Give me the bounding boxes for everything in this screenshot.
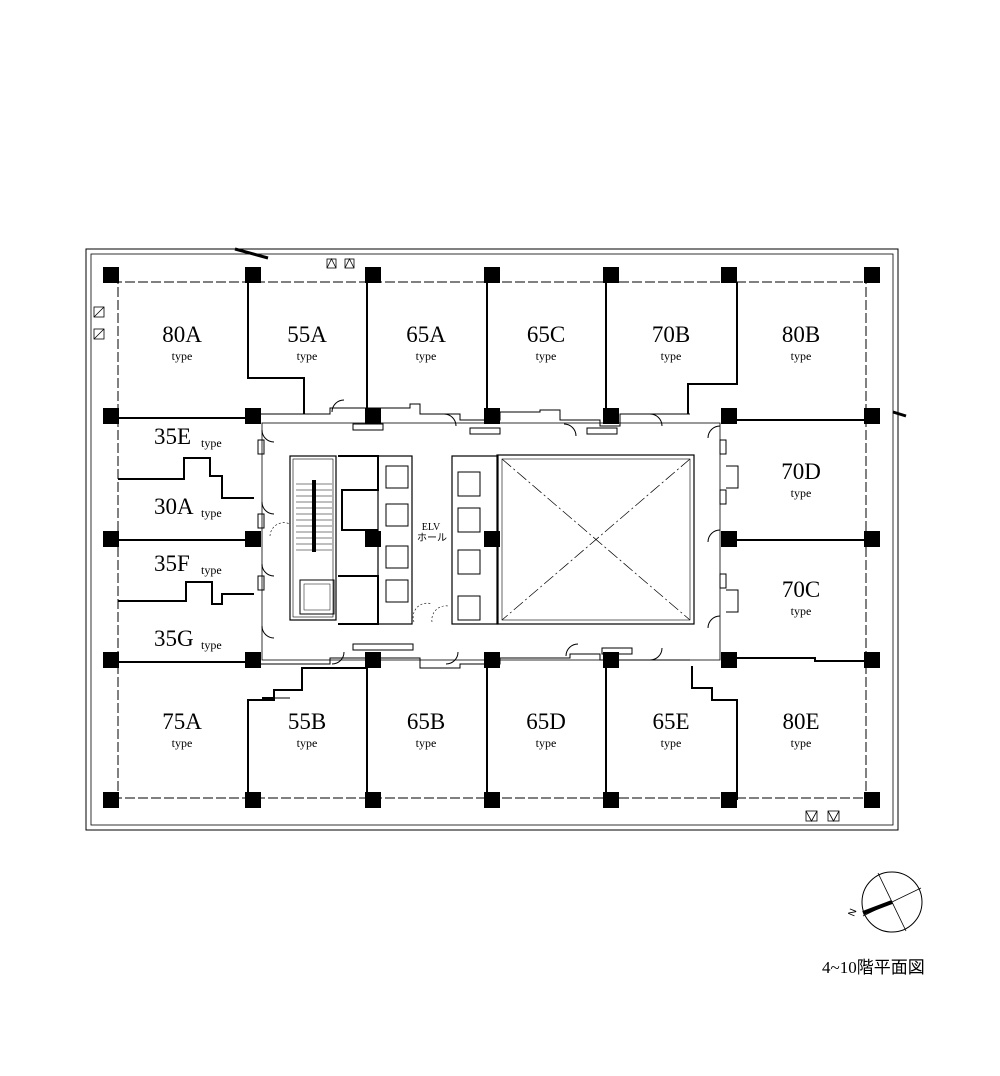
unit-name: 35G (154, 626, 194, 651)
unit-name: 70B (652, 322, 690, 347)
unit-name: 35E (154, 424, 191, 449)
unit-type-suffix: type (201, 506, 222, 520)
unit-name: 75A (162, 709, 202, 734)
unit-type-suffix: type (201, 638, 222, 652)
unit-name: 65B (407, 709, 445, 734)
unit-label-70c: 70C type (782, 577, 820, 618)
unit-label-35g: 35G type (154, 626, 222, 652)
unit-type-suffix: type (201, 563, 222, 577)
unit-type-suffix: type (536, 349, 557, 363)
unit-label-65c: 65C type (527, 322, 565, 363)
unit-type-suffix: type (536, 736, 557, 750)
core (269, 454, 695, 625)
vent-icons (93, 258, 840, 822)
unit-type-suffix: type (416, 736, 437, 750)
unit-name: 55B (288, 709, 326, 734)
unit-name: 65E (652, 709, 689, 734)
north-compass-icon: N (847, 871, 923, 933)
elevator-hall-label-line2: ホール (417, 532, 447, 544)
unit-name: 55A (287, 322, 327, 347)
unit-label-65a: 65A type (406, 322, 446, 363)
unit-label-80a: 80A type (162, 322, 202, 363)
unit-type-suffix: type (791, 349, 812, 363)
unit-type-suffix: type (791, 486, 812, 500)
unit-walls (118, 282, 866, 800)
unit-type-suffix: type (172, 736, 193, 750)
building-outline-outer (85, 248, 899, 831)
unit-type-suffix: type (297, 349, 318, 363)
unit-name: 70D (781, 459, 821, 484)
unit-name: 80E (782, 709, 819, 734)
unit-type-suffix: type (416, 349, 437, 363)
unit-label-80e: 80E type (782, 709, 819, 750)
unit-label-55a: 55A type (287, 322, 327, 363)
unit-label-65b: 65B type (407, 709, 445, 750)
floor-caption: 4~10階平面図 (822, 958, 925, 977)
unit-type-suffix: type (201, 436, 222, 450)
entrance-marker-top (234, 247, 269, 260)
unit-label-75a: 75A type (162, 709, 202, 750)
unit-label-70d: 70D type (781, 459, 821, 500)
building-outline-inner (90, 253, 894, 826)
unit-label-70b: 70B type (652, 322, 690, 363)
unit-type-suffix: type (297, 736, 318, 750)
unit-type-suffix: type (661, 349, 682, 363)
unit-name: 80A (162, 322, 202, 347)
unit-label-35f: 35F type (154, 551, 222, 577)
unit-type-suffix: type (791, 736, 812, 750)
unit-label-35e: 35E type (154, 424, 222, 450)
unit-label-65d: 65D type (526, 709, 566, 750)
unit-name: 65C (527, 322, 565, 347)
unit-name: 80B (782, 322, 820, 347)
north-label: N (847, 907, 860, 918)
elevator-hall-label-line1: ELV (422, 522, 441, 533)
unit-labels: 80A type 55A type 65A type 65C type 70B type 80B ty… (154, 322, 821, 750)
unit-type-suffix: type (661, 736, 682, 750)
unit-name: 70C (782, 577, 820, 602)
unit-name: 65D (526, 709, 566, 734)
unit-name: 35F (154, 551, 190, 576)
unit-label-65e: 65E type (652, 709, 689, 750)
unit-name: 65A (406, 322, 446, 347)
unit-label-80b: 80B type (782, 322, 820, 363)
unit-type-suffix: type (172, 349, 193, 363)
entrance-marker-right (892, 410, 907, 418)
columns (103, 267, 880, 808)
unit-label-55b: 55B type (288, 709, 326, 750)
unit-label-30a: 30A type (154, 494, 222, 520)
unit-name: 30A (154, 494, 194, 519)
unit-type-suffix: type (791, 604, 812, 618)
